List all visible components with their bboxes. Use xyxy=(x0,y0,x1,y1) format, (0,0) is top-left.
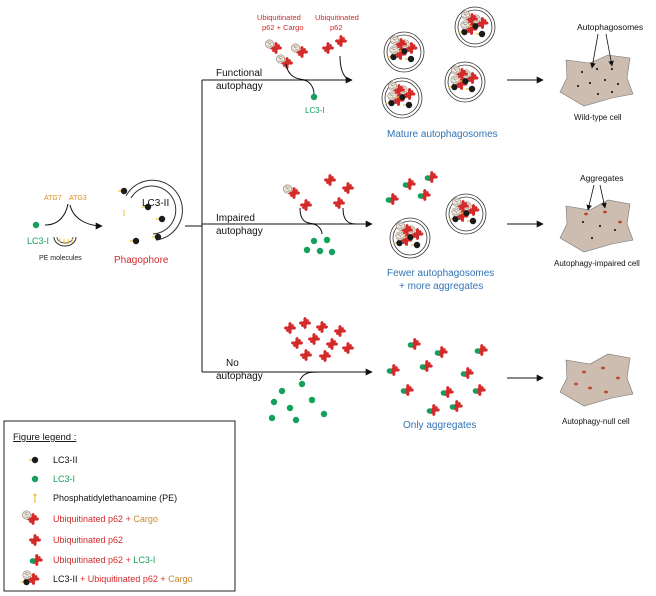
functional-lc3i-label: LC3-I xyxy=(305,106,325,115)
lc3i-label: LC3-I xyxy=(27,236,49,246)
impaired-label-2: autophagy xyxy=(216,226,263,237)
no-autophagy-label-1: No xyxy=(226,358,239,369)
no-autophagy-label-2: autophagy xyxy=(216,371,263,382)
null-cell-icon xyxy=(559,353,634,407)
functional-label-2: autophagy xyxy=(216,81,263,92)
p62-cluster xyxy=(284,317,354,362)
only-aggregates-label: Only aggregates xyxy=(403,420,476,431)
ub-p62-label-1: Ubiquitinated xyxy=(315,13,359,22)
null-cell-label: Autophagy-null cell xyxy=(562,417,630,426)
ub-p62-label-2: p62 xyxy=(330,23,343,32)
svg-text:Ubiquitinated p62 + LC3-I: Ubiquitinated p62 + LC3-I xyxy=(53,555,155,565)
legend-lc3ii-short: LC3-II xyxy=(53,574,78,584)
svg-text:Ubiquitinated p62 + Cargo: Ubiquitinated p62 + Cargo xyxy=(53,514,158,524)
atg3-label: ATG3 xyxy=(69,195,87,202)
lc3-i-icon xyxy=(32,221,40,229)
legend-lc3i-short: LC3-I xyxy=(133,555,155,565)
figure-legend-box xyxy=(3,420,236,592)
pe-molecules-label: PE molecules xyxy=(39,255,82,262)
p62-icon xyxy=(322,42,334,54)
functional-label-1: Functional xyxy=(216,68,262,79)
pe-molecules-icon xyxy=(59,238,73,244)
legend-lc3i-label: LC3-I xyxy=(53,474,75,484)
legend-title: Figure legend : xyxy=(13,432,76,443)
impaired-cell-icon xyxy=(559,199,634,253)
autophagosome-icon xyxy=(455,7,495,47)
ub-cargo-label-1: Ubiquitinated xyxy=(257,13,301,22)
to-phagophore-arrow xyxy=(69,204,103,230)
autophagosome-icon xyxy=(390,218,430,258)
legend-ub-p62-label: Ubiquitinated p62 xyxy=(53,535,123,545)
lc3ii-label: LC3-II xyxy=(142,198,169,209)
legend-lc3ii-label: LC3-II xyxy=(53,455,78,465)
aggregates-callout: Aggregates xyxy=(580,173,623,183)
phagophore-label: Phagophore xyxy=(114,255,169,266)
wild-type-cell-icon xyxy=(559,54,634,107)
p62-cargo-icon xyxy=(265,40,282,54)
atg7-label: ATG7 xyxy=(44,195,62,202)
p62-lc3i-aggregates xyxy=(387,338,488,416)
autophagosome-icon xyxy=(382,78,422,118)
autophagosome-icon xyxy=(446,194,486,234)
phagophore-icon xyxy=(125,179,183,241)
autophagosome-icon xyxy=(384,32,424,72)
legend-lc3-i-icon xyxy=(31,475,39,483)
legend-pe-label: Phosphatidylethanoamine (PE) xyxy=(53,493,177,503)
autophagosome-icon xyxy=(445,62,485,102)
legend-ub-p62-text: Ubiquitinated p62 xyxy=(53,514,123,524)
legend-cargo-text: Cargo xyxy=(133,514,158,524)
pe-membrane-icon xyxy=(53,236,77,247)
more-aggregates-label: + more aggregates xyxy=(399,281,483,292)
ub-cargo-label-2: p62 + Cargo xyxy=(262,23,304,32)
lc3-i-icon xyxy=(310,93,318,101)
impaired-label-1: Impaired xyxy=(216,213,255,224)
atg7-arrow xyxy=(44,203,69,226)
fewer-autophagosomes-label: Fewer autophagosomes xyxy=(387,268,494,279)
lc3-i-cluster xyxy=(268,380,328,424)
impaired-cell-label: Autophagy-impaired cell xyxy=(554,259,640,268)
legend-pe-icon xyxy=(33,493,37,503)
wild-type-cell-label: Wild-type cell xyxy=(574,113,622,122)
autophagosomes-callout: Autophagosomes xyxy=(577,22,643,32)
mature-autophagosomes-label: Mature autophagosomes xyxy=(387,129,498,140)
lc3-ii-icon xyxy=(117,187,128,195)
aggregate-dots xyxy=(584,210,622,224)
svg-text:LC3-II + Ubiquitinated p62 + C: LC3-II + Ubiquitinated p62 + Cargo xyxy=(53,574,193,584)
